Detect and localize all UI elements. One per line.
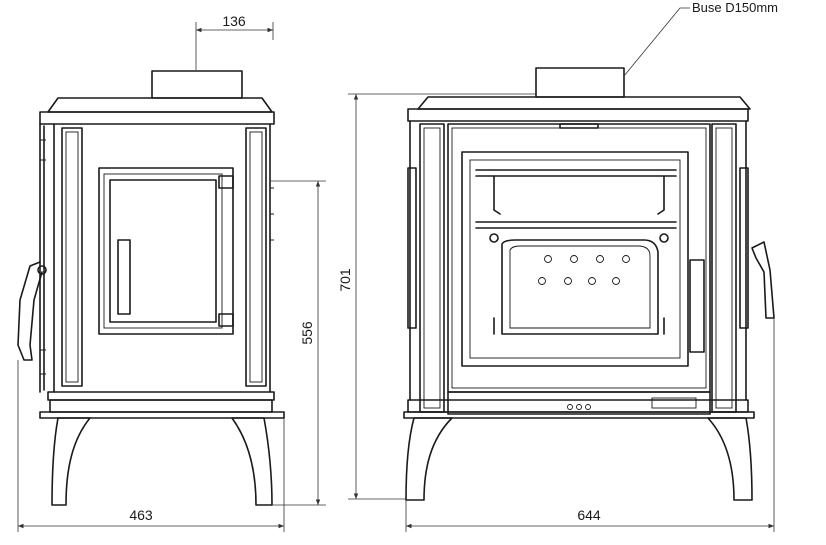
front-right-leg [707, 417, 753, 501]
front-right-bar [739, 167, 749, 329]
control-knob-2 [576, 404, 582, 410]
flue-callout-label: Buse D150mm [692, 0, 778, 15]
front-side-handle [751, 241, 775, 319]
dimension-lines [17, 7, 775, 532]
side-body-outline [53, 123, 271, 393]
side-door-edge [39, 123, 45, 393]
front-grate-holes [538, 255, 630, 285]
front-view [403, 67, 775, 501]
dim-width-label: 644 [577, 507, 601, 523]
front-door-label [559, 123, 599, 129]
front-top-plate [417, 96, 751, 110]
front-baffle [475, 169, 677, 177]
side-window-glass [109, 179, 217, 323]
side-plinth [39, 411, 285, 419]
side-rear-leg [231, 417, 273, 506]
side-base-band [47, 391, 275, 401]
side-window-detail [117, 239, 131, 315]
front-glass [461, 151, 689, 367]
dimension-labels: 136 556 701 463 644 Buse D150mm [129, 0, 778, 523]
dim-total-height-label: 701 [337, 268, 353, 292]
side-flue-collar [151, 70, 243, 99]
front-left-leg [405, 417, 453, 501]
front-top-band [407, 108, 749, 122]
front-left-bar [407, 167, 417, 329]
front-door-handle [689, 259, 705, 353]
side-base [49, 399, 273, 413]
front-base [407, 399, 749, 413]
side-window-frame [98, 167, 234, 335]
flue-leader-line [623, 7, 690, 77]
dim-depth-label: 463 [129, 507, 153, 523]
front-air-slider [651, 397, 697, 409]
control-knob-1 [567, 404, 573, 410]
side-top-plate [47, 97, 273, 113]
side-hinge-bottom [218, 313, 234, 327]
front-plinth [403, 411, 755, 419]
dim-flue-offset-label: 136 [222, 13, 246, 29]
front-firebox [501, 239, 659, 335]
control-knob-3 [585, 404, 591, 410]
side-view [17, 70, 285, 506]
side-hinge-top [218, 175, 234, 189]
dim-side-height-label: 556 [299, 321, 315, 345]
side-front-pillar [61, 127, 83, 387]
side-rear-pillar [245, 127, 267, 387]
front-door [447, 123, 711, 393]
side-top-band [39, 111, 275, 125]
side-door-handle [17, 261, 43, 361]
front-ash-drawer [447, 391, 711, 415]
front-flue-collar [535, 67, 625, 98]
side-front-leg [51, 417, 91, 506]
